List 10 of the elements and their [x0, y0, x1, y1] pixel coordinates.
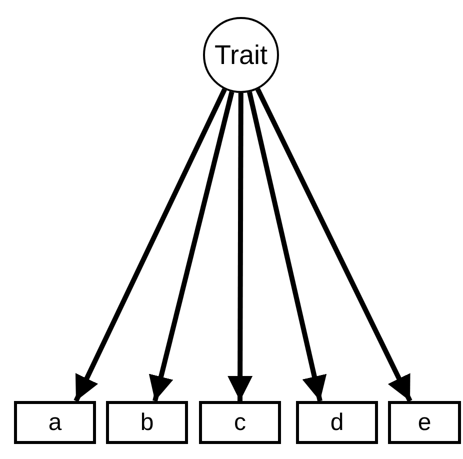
latent-circle: Trait: [203, 17, 279, 93]
indicator-box: a: [14, 401, 96, 444]
arrow: [74, 88, 227, 402]
indicator-box: d: [296, 401, 378, 444]
arrow: [247, 92, 327, 402]
arrow: [228, 93, 253, 401]
indicator-box: b: [106, 401, 188, 444]
indicator-box: c: [199, 401, 281, 444]
indicator-box: e: [388, 401, 461, 444]
arrow: [148, 91, 234, 402]
